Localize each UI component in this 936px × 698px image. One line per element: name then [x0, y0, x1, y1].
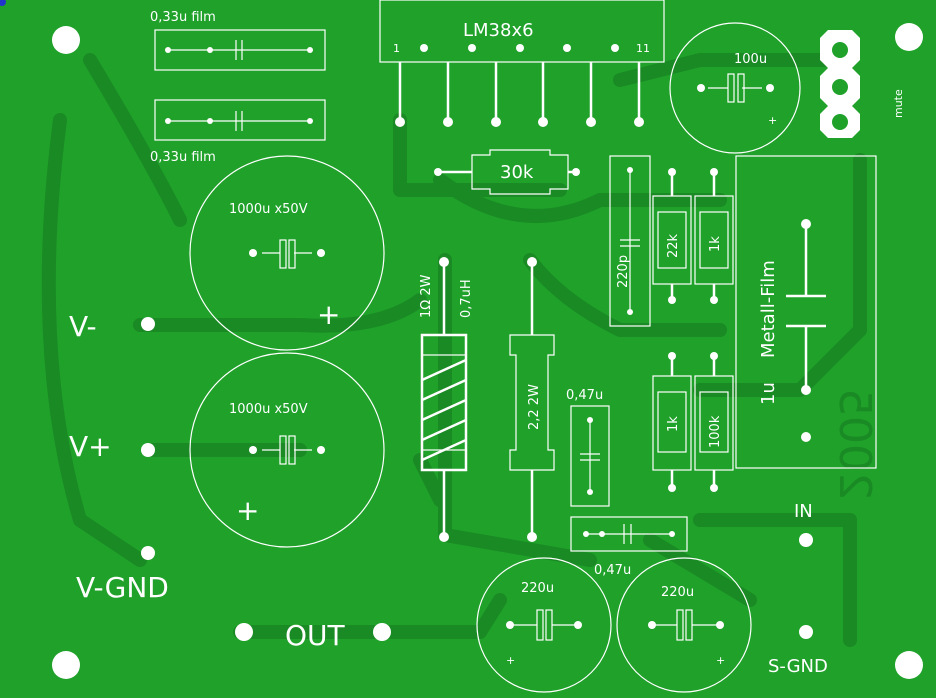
cap-047u-horizontal-label: 0,47u [594, 563, 631, 578]
terminal-out-label: OUT [285, 619, 346, 652]
ic-lm38x6 [379, 0, 665, 127]
cap-1000u-lower-plus: + [236, 494, 259, 527]
film-cap-bottom-label: 0,33u film [150, 150, 216, 165]
cap-047u-vertical-label: 0,47u [566, 388, 603, 403]
mute-label: mute [892, 89, 905, 118]
cap-100u-label: 100u [734, 52, 767, 67]
copper-traces [41, 53, 867, 647]
terminal-pads-left [141, 317, 155, 560]
terminal-in-label: IN [794, 501, 813, 522]
cap-220u-right [616, 557, 752, 693]
cap-1000u-upper-plus: + [317, 298, 340, 331]
cap-220u-right-plus: + [716, 654, 725, 667]
resistor-1ohm-label: 1Ω 2W [419, 274, 434, 318]
resistor-2-2 [509, 257, 555, 542]
mute-header[interactable] [820, 30, 860, 138]
resistor-1k-lower [652, 352, 692, 492]
mounting-holes [0, 0, 923, 679]
film-cap-top [154, 29, 326, 71]
terminal-out-pads [235, 623, 391, 641]
cap-1000u-upper [189, 155, 385, 351]
film-cap-top-label: 0,33u film [150, 10, 216, 25]
resistor-100k-label: 100k [708, 415, 723, 448]
cap-220p-label: 220p [616, 255, 631, 288]
cap-100u [669, 22, 801, 154]
terminal-v-plus-label: V+ [69, 430, 112, 463]
cap-220p [609, 155, 651, 327]
cap-metall-film-label: Metall-Film [758, 260, 779, 358]
terminal-in-sgnd-pads [799, 533, 813, 639]
cap-1u-label: 1u [758, 382, 779, 405]
terminal-v-gnd-label: V-GND [76, 571, 169, 604]
ic-label: LM38x6 [463, 20, 534, 41]
cap-1000u-lower-label: 1000u x50V [229, 402, 308, 417]
resistor-22k [652, 168, 692, 304]
resistor-1k-upper-label: 1k [708, 236, 723, 252]
inductor-label: 0,7uH [459, 279, 474, 318]
cap-metall-film [735, 155, 877, 469]
terminal-v-minus-label: V- [69, 310, 97, 343]
cap-220u-left [476, 557, 612, 693]
resistor-100k [694, 352, 734, 492]
cap-1000u-upper-label: 1000u x50V [229, 202, 308, 217]
cap-1000u-lower [189, 352, 385, 548]
cap-047u-vertical [570, 405, 610, 507]
resistor-30k [434, 149, 580, 195]
cap-220u-left-label: 220u [521, 581, 554, 596]
resistor-1k-lower-label: 1k [666, 416, 681, 432]
copper-year-text: 2005 [829, 388, 880, 500]
terminal-s-gnd-label: S-GND [768, 656, 828, 677]
cap-047u-horizontal [570, 516, 688, 552]
resistor-1k-upper [694, 168, 734, 304]
cap-220u-right-label: 220u [661, 585, 694, 600]
ic-pin-first: 1 [393, 42, 400, 55]
ic-pin-last: 11 [636, 42, 650, 55]
film-cap-bottom [154, 99, 326, 141]
resistor-30k-label: 30k [500, 162, 534, 183]
cap-100u-plus: + [768, 114, 777, 127]
resistor-2-2-label: 2,2 2W [527, 384, 542, 430]
cap-220u-left-plus: + [506, 654, 515, 667]
inductor-coil [420, 257, 468, 542]
resistor-22k-label: 22k [666, 233, 681, 258]
